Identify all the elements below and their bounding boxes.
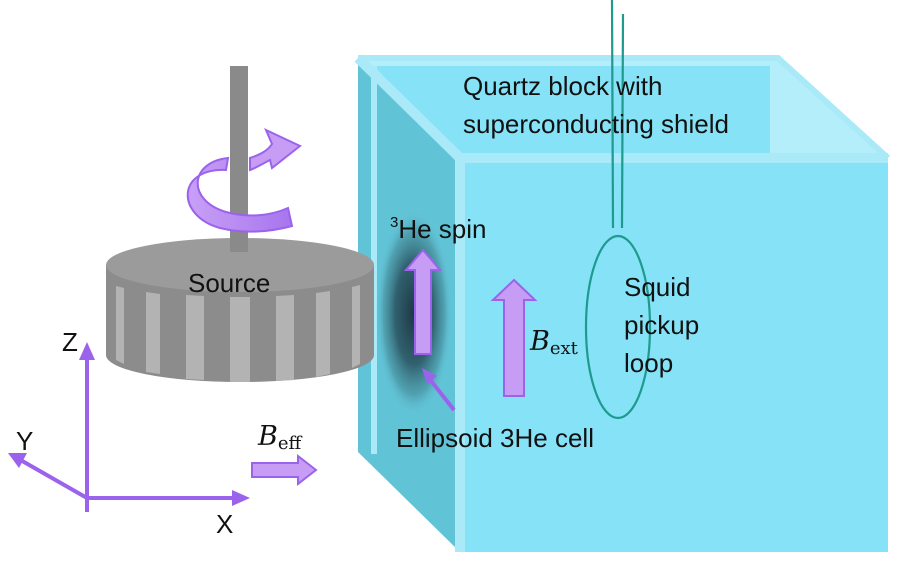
quartz-block-edge: [358, 55, 891, 161]
source-stripe: [276, 295, 294, 381]
source-stripe: [230, 297, 250, 382]
quartz-block-label-line1: Quartz block with: [463, 71, 663, 101]
coordinate-axes: [8, 342, 250, 512]
b-eff-arrow: [251, 453, 318, 487]
quartz-block-label-line2: superconducting shield: [463, 109, 729, 139]
b-eff-label: Beff: [258, 420, 301, 456]
source-stripe: [316, 291, 330, 377]
source-stripe: [116, 286, 124, 364]
axis-z-label: Z: [62, 327, 78, 357]
x-axis-arrowhead: [232, 490, 250, 506]
z-axis-arrowhead: [79, 342, 95, 360]
squid-lead-wire: [620, 13, 625, 229]
rotation-arrow-icon: [186, 127, 302, 233]
axis-x-label: X: [216, 509, 234, 539]
he3-spin-superscript: 3: [390, 214, 399, 231]
source-cylinder-top: [106, 238, 374, 292]
b-eff-symbol: B: [258, 421, 278, 452]
b-ext-label: Bext: [530, 325, 578, 361]
squid-label-line1: Squid: [624, 272, 691, 302]
quartz-block-back-face: [374, 66, 770, 158]
cell-pointer-arrow: [422, 368, 456, 412]
he3-spin-arrow: [403, 248, 443, 355]
b-ext-subscript: ext: [549, 338, 578, 359]
source-label: Source: [188, 268, 271, 298]
squid-pickup-loop: [584, 0, 652, 420]
source-stripe: [352, 285, 360, 368]
b-eff-subscript: eff: [277, 433, 302, 454]
he3-spin-label: 3He spin: [390, 213, 487, 246]
quartz-block-front-face: [460, 158, 888, 552]
he3-spin-text: He spin: [398, 214, 487, 244]
rotation-rod: [230, 66, 248, 252]
ellipsoid-cell-label: Ellipsoid 3He cell: [396, 423, 594, 453]
quartz-block: [354, 54, 891, 552]
source-stripe: [146, 292, 160, 374]
source: [106, 238, 374, 382]
squid-label-line3: loop: [624, 348, 674, 378]
squid-loop: [584, 234, 652, 420]
y-axis-arrowhead: [8, 453, 27, 468]
axis-y-label: Y: [16, 426, 34, 456]
squid-label-line2: pickup: [624, 310, 700, 340]
y-axis: [16, 456, 88, 500]
b-ext-arrow: [490, 278, 538, 397]
b-ext-symbol: B: [530, 326, 550, 357]
source-stripe: [186, 295, 204, 380]
squid-lead-wire: [610, 0, 615, 229]
source-stripes: [116, 285, 360, 382]
